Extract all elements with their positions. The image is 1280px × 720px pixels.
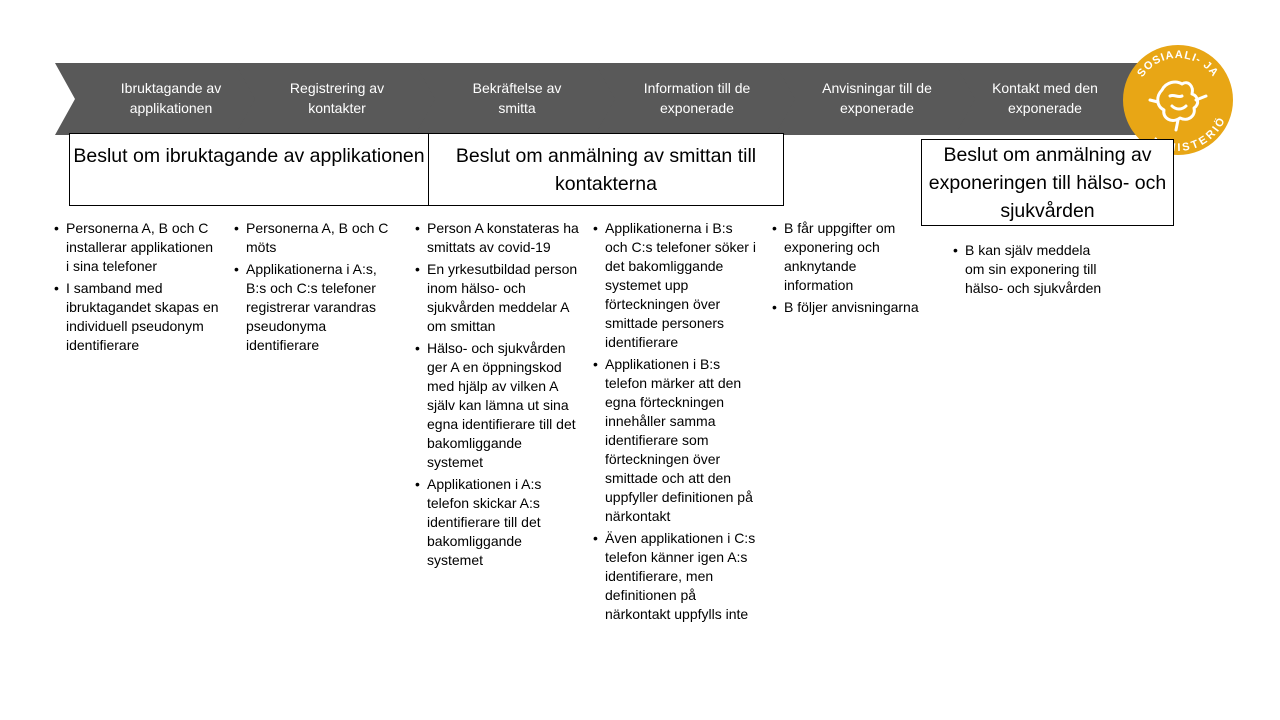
decision-box-anmalning-smitta: Beslut om anmälning av smittan till kont… [428,133,784,206]
list-item: Person A konstateras ha smittats av covi… [415,219,581,257]
chevron-step-2 [235,63,447,135]
list-item: Även applikationen i C:s telefon känner … [593,529,759,624]
list-item: Applikationen i B:s telefon märker att d… [593,355,759,526]
chevron-step-5 [775,63,987,135]
step-label-1: Ibruktagande av applikationen [120,80,222,116]
chevron-step-4 [595,63,807,135]
chevron-step-6 [955,63,1167,135]
step-4-details: Applikationerna i B:s och C:s telefoner … [593,219,759,627]
chevron-step-1 [55,63,267,135]
step-label-3: Bekräftelse av smitta [472,80,562,116]
process-chevron-bar [55,63,1167,135]
list-item: Applikationerna i A:s, B:s och C:s telef… [234,260,400,355]
list-item: I samband med ibruktagandet skapas en in… [54,279,220,355]
step-5-details: B får uppgifter om exponering och anknyt… [772,219,922,320]
step-label-4: Information till de exponerade [643,80,751,116]
decision-box-anmalning-exponering: Beslut om anmälning av exponeringen till… [921,139,1174,226]
lion-crest-icon [1148,80,1208,132]
step-label-5: Anvisningar till de exponerade [822,80,932,116]
step-1-details: Personerna A, B och C installerar applik… [54,219,220,358]
step-label-6: Kontakt med den exponerade [992,80,1098,116]
list-item: Hälso- och sjukvården ger A en öppningsk… [415,339,581,472]
list-item: Personerna A, B och C möts [234,219,400,257]
list-item: En yrkesutbildad person inom hälso- och … [415,260,581,336]
list-item: B får uppgifter om exponering och anknyt… [772,219,922,295]
step-2-details: Personerna A, B och C möts Applikationer… [234,219,400,358]
step-3-details: Person A konstateras ha smittats av covi… [415,219,581,573]
step-6-details: B kan själv meddela om sin exponering ti… [953,241,1113,301]
step-label-2: Registrering av kontakter [289,80,385,116]
chevron-step-3 [415,63,627,135]
ministry-logo: SOSIAALI- JA MINISTERIÖ [1123,45,1233,155]
decision-box-ibruktagande: Beslut om ibruktagande av applikationen [69,133,429,206]
list-item: Applikationerna i B:s och C:s telefoner … [593,219,759,352]
list-item: Personerna A, B och C installerar applik… [54,219,220,276]
list-item: Applikationen i A:s telefon skickar A:s … [415,475,581,570]
list-item: B kan själv meddela om sin exponering ti… [953,241,1113,298]
list-item: B följer anvisningarna [772,298,922,317]
